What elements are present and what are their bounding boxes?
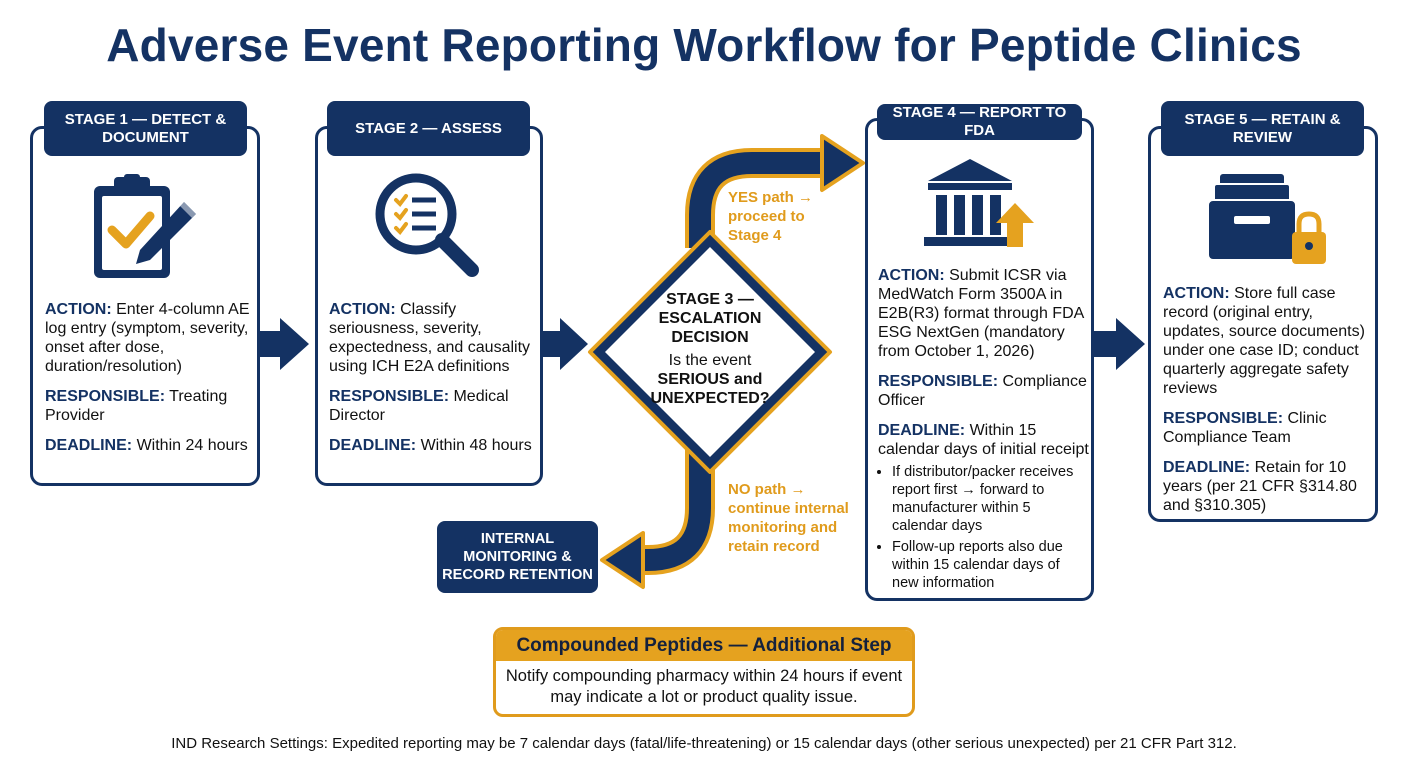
stage5-responsible: Clinic Compliance Team	[1163, 410, 1327, 446]
decision-question-pre: Is the event	[668, 352, 752, 369]
stage4-details: ACTION: Submit ICSR via MedWatch Form 35…	[878, 266, 1090, 595]
action-label: ACTION:	[1163, 285, 1230, 302]
responsible-label: RESPONSIBLE:	[1163, 410, 1284, 427]
stage4-header: STAGE 4 — REPORT TO FDA	[877, 104, 1082, 140]
arrow-stage2-to-stage3	[543, 318, 588, 370]
deadline-label: DEADLINE:	[329, 437, 417, 454]
decision-question: SERIOUS and UNEXPECTED?	[650, 371, 770, 407]
stage4-deadline: Within 15 calendar days of initial recei…	[878, 422, 1089, 458]
yes-path-label: YES path → proceed to Stage 4	[728, 189, 814, 244]
deadline-label: DEADLINE:	[1163, 459, 1251, 476]
stage4-action: Submit ICSR via MedWatch Form 3500A in E…	[878, 267, 1084, 360]
stage1-responsible: Treating Provider	[45, 388, 228, 424]
responsible-label: RESPONSIBLE:	[878, 373, 999, 390]
list-item: If distributor/packer receives report fi…	[892, 463, 1090, 535]
action-label: ACTION:	[329, 301, 396, 318]
decision-diamond	[588, 230, 832, 474]
stage2-details: ACTION: Classify seriousness, severity, …	[329, 300, 534, 466]
list-item: Follow-up reports also due within 15 cal…	[892, 538, 1090, 592]
magnifier-checklist-icon	[375, 173, 479, 277]
stage1-deadline: Within 24 hours	[136, 437, 248, 454]
responsible-label: RESPONSIBLE:	[45, 388, 166, 405]
compounded-peptides-box: Compounded Peptides — Additional Step No…	[493, 627, 915, 717]
arrow-stage1-to-stage2	[259, 318, 309, 370]
stage2-header: STAGE 2 — ASSESS	[327, 101, 530, 156]
stage5-header: STAGE 5 — RETAIN & REVIEW	[1161, 101, 1364, 156]
stage2-responsible: Medical Director	[329, 388, 509, 424]
page-title: Adverse Event Reporting Workflow for Pep…	[106, 19, 1302, 71]
compounded-body: Notify compounding pharmacy within 24 ho…	[505, 667, 903, 706]
responsible-label: RESPONSIBLE:	[329, 388, 450, 405]
action-label: ACTION:	[45, 301, 112, 318]
no-path-label: NO path → continue internal monitoring a…	[728, 481, 849, 555]
internal-monitoring-box: INTERNAL MONITORING & RECORD RETENTION	[437, 521, 598, 593]
stage2-deadline: Within 48 hours	[420, 437, 532, 454]
stage5-details: ACTION: Store full case record (original…	[1163, 284, 1373, 526]
footer-note: IND Research Settings: Expedited reporti…	[171, 735, 1237, 752]
clipboard-check-icon	[94, 174, 196, 278]
stage2-action: Classify seriousness, severity, expected…	[329, 301, 531, 375]
deadline-label: DEADLINE:	[878, 422, 966, 439]
stage5-action: Store full case record (original entry, …	[1163, 285, 1365, 397]
compounded-header: Compounded Peptides — Additional Step	[496, 630, 912, 661]
stage4-bullets: If distributor/packer receives report fi…	[878, 463, 1090, 592]
deadline-label: DEADLINE:	[45, 437, 133, 454]
stage1-details: ACTION: Enter 4-column AE log entry (sym…	[45, 300, 250, 466]
arrow-stage4-to-stage5	[1094, 318, 1145, 370]
stage5-deadline: Retain for 10 years (per 21 CFR §314.80 …	[1163, 459, 1357, 514]
decision-text: STAGE 3 — ESCALATION DECISION Is the eve…	[620, 290, 800, 408]
stage4-responsible: Compliance Officer	[878, 373, 1087, 409]
action-label: ACTION:	[878, 267, 945, 284]
decision-header: STAGE 3 — ESCALATION DECISION	[658, 291, 762, 346]
file-drawer-lock-icon	[1207, 174, 1326, 264]
stage1-header: STAGE 1 — DETECT & DOCUMENT	[44, 101, 247, 156]
government-building-upload-icon	[924, 159, 1034, 247]
stage1-action: Enter 4-column AE log entry (symptom, se…	[45, 301, 250, 375]
